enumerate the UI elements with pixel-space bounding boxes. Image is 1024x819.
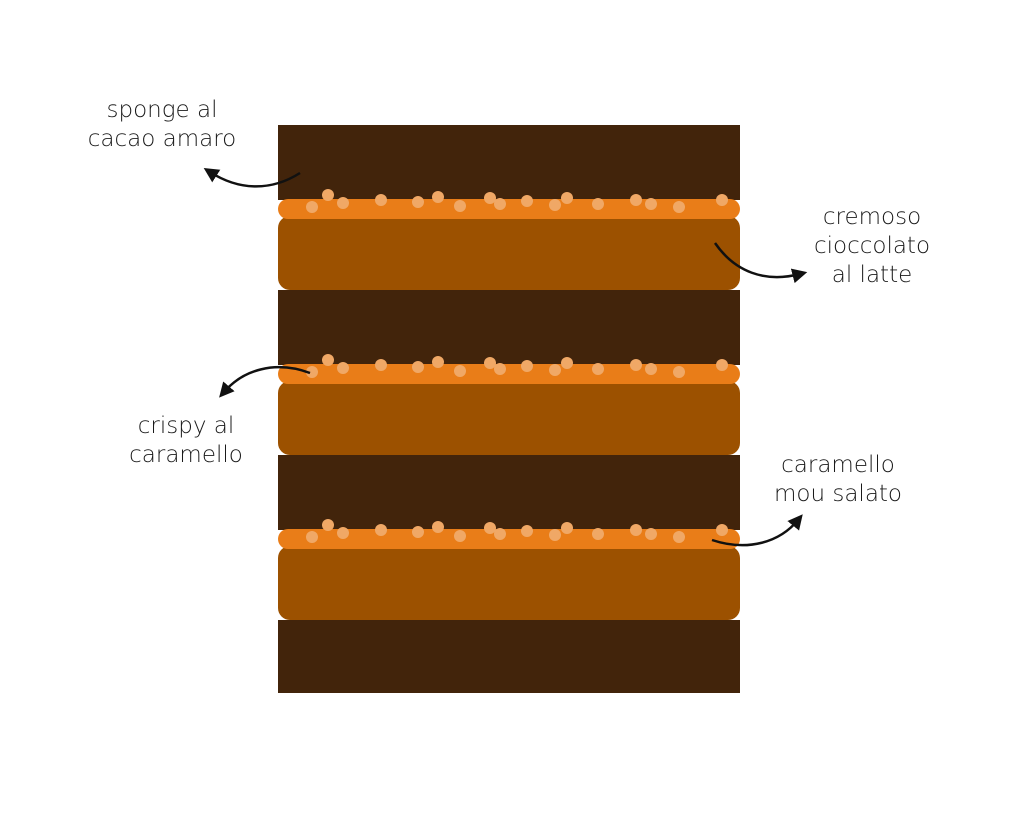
label-cremoso-line2: cioccolato: [813, 233, 931, 259]
crispy-dot: [549, 199, 561, 211]
crispy-dot: [375, 359, 387, 371]
label-crispy-al-caramello: crispy al caramello: [86, 412, 286, 470]
label-crispy-line1: crispy al: [137, 413, 235, 439]
crispy-dot: [375, 524, 387, 536]
crispy-dot: [484, 522, 496, 534]
crispy-dot: [454, 530, 466, 542]
crispy-dot: [484, 192, 496, 204]
crispy-dot: [432, 521, 444, 533]
label-crispy-line2: caramello: [129, 442, 243, 468]
cremoso-layer-2: [278, 381, 740, 455]
caramel-band-2: [278, 364, 740, 384]
label-caramello-line1: caramello: [781, 452, 895, 478]
crispy-dot: [561, 357, 573, 369]
label-caramello-mou-salato: caramello mou salato: [738, 451, 938, 509]
sponge-layer-4: [278, 620, 740, 693]
caramel-band-1: [278, 199, 740, 219]
crispy-dot: [561, 522, 573, 534]
crispy-dot: [412, 526, 424, 538]
crispy-dot: [521, 195, 533, 207]
cremoso-layer-3: [278, 546, 740, 620]
label-sponge-al-cacao-amaro: sponge al cacao amaro: [62, 96, 262, 154]
crispy-dot: [322, 189, 334, 201]
crispy-dot: [592, 363, 604, 375]
crispy-dot: [306, 201, 318, 213]
crispy-dot: [521, 360, 533, 372]
crispy-dot: [337, 527, 349, 539]
label-sponge-line1: sponge al: [106, 97, 218, 123]
crispy-dot: [549, 529, 561, 541]
arrow-sponge: [203, 167, 301, 188]
crispy-dot: [645, 198, 657, 210]
crispy-dot: [306, 531, 318, 543]
crispy-dot: [306, 366, 318, 378]
arrow-crispy: [219, 365, 311, 398]
crispy-dot: [454, 200, 466, 212]
crispy-dot: [494, 198, 506, 210]
crispy-dot: [630, 359, 642, 371]
crispy-dot: [673, 531, 685, 543]
crispy-dot: [716, 359, 728, 371]
crispy-dot: [484, 357, 496, 369]
crispy-dot: [630, 524, 642, 536]
crispy-dot: [322, 354, 334, 366]
crispy-dot: [494, 363, 506, 375]
crispy-dot: [322, 519, 334, 531]
crispy-dot: [716, 194, 728, 206]
crispy-dot: [521, 525, 533, 537]
crispy-dot: [412, 196, 424, 208]
crispy-dot: [673, 201, 685, 213]
crispy-dot: [592, 198, 604, 210]
label-caramello-line2: mou salato: [773, 481, 903, 507]
crispy-dot: [432, 356, 444, 368]
arrow-caramello: [711, 514, 803, 547]
sponge-layer-1: [278, 125, 740, 200]
crispy-dots: [306, 189, 728, 543]
crispy-dot: [454, 365, 466, 377]
crispy-dot: [630, 194, 642, 206]
crispy-dot: [337, 362, 349, 374]
crispy-dot: [645, 528, 657, 540]
caramel-band-3: [278, 529, 740, 549]
crispy-dot: [494, 528, 506, 540]
crispy-dot: [432, 191, 444, 203]
crispy-dot: [645, 363, 657, 375]
label-cremoso-cioccolato-al-latte: cremoso cioccolato al latte: [772, 203, 972, 290]
crispy-dot: [592, 528, 604, 540]
crispy-dot: [375, 194, 387, 206]
label-cremoso-line1: cremoso: [822, 204, 922, 230]
crispy-dot: [412, 361, 424, 373]
label-sponge-line2: cacao amaro: [87, 126, 237, 152]
label-cremoso-line3: al latte: [831, 262, 913, 288]
crispy-dot: [716, 524, 728, 536]
sponge-layer-2: [278, 290, 740, 365]
crispy-dot: [673, 366, 685, 378]
sponge-layer-3: [278, 455, 740, 530]
crispy-dot: [337, 197, 349, 209]
arrow-cremoso: [713, 242, 808, 284]
crispy-dot: [561, 192, 573, 204]
crispy-dot: [549, 364, 561, 376]
cremoso-layer-1: [278, 216, 740, 290]
